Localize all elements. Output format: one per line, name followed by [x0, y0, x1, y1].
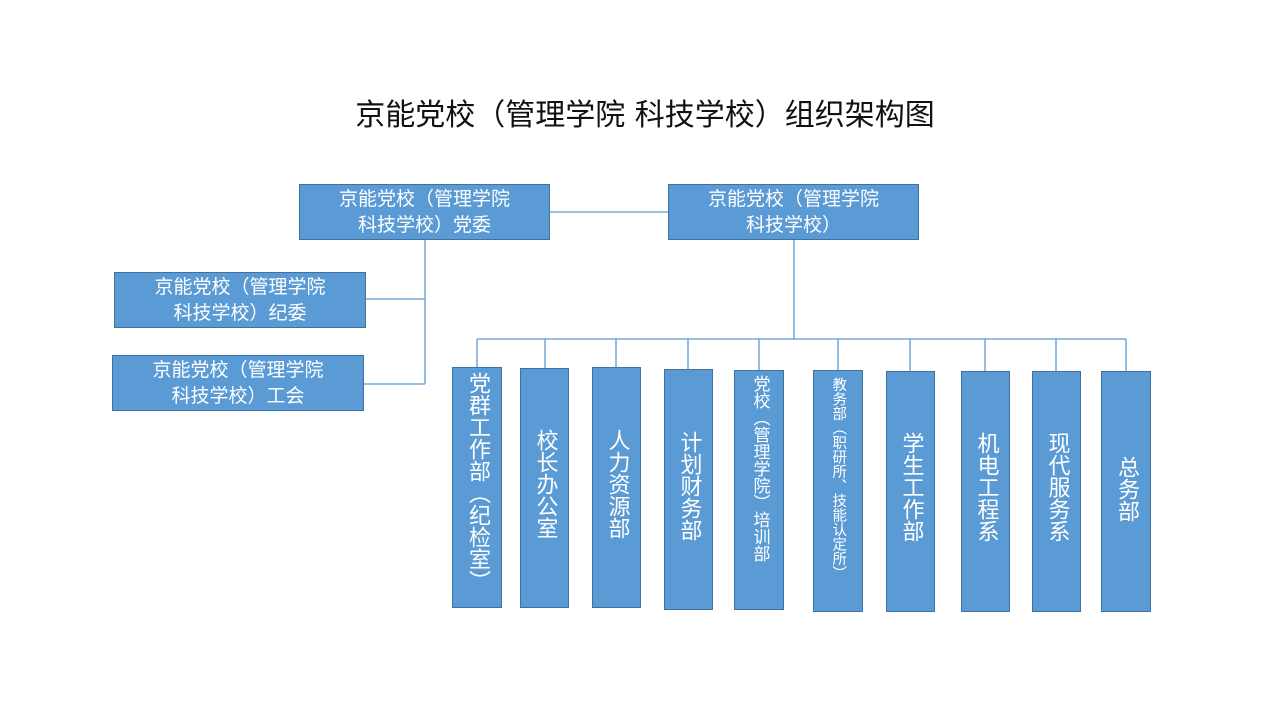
node-school-line1: 京能党校（管理学院 [707, 188, 879, 210]
dept-box-mechatronics: 机电工程系 [961, 371, 1010, 612]
dept-label: 校长办公室 [532, 429, 558, 539]
dept-label: 人力资源部 [604, 429, 630, 539]
dept-label: 党群工作部（纪检室） [465, 372, 490, 592]
node-discipline-committee: 京能党校（管理学院 科技学校）纪委 [114, 272, 366, 328]
dept-box-principal-office: 校长办公室 [520, 368, 569, 608]
dept-label: 总务部 [1114, 456, 1139, 522]
dept-box-party-work: 党群工作部（纪检室） [452, 367, 502, 608]
dept-box-general-affairs: 总务部 [1101, 371, 1151, 612]
dept-box-training: 党校（管理学院）培训部 [734, 370, 784, 610]
node-party-committee-line2: 科技学校）党委 [357, 214, 491, 236]
dept-label: 教务部（职研所、技能认定所） [830, 377, 847, 580]
node-party-committee: 京能党校（管理学院 科技学校）党委 [299, 184, 550, 240]
dept-box-academic-affairs: 教务部（职研所、技能认定所） [813, 370, 863, 612]
node-union-line2: 科技学校）工会 [171, 385, 305, 407]
node-school-line2: 科技学校） [745, 214, 841, 236]
dept-box-human-resources: 人力资源部 [592, 367, 641, 608]
node-school: 京能党校（管理学院 科技学校） [668, 184, 919, 240]
node-union-line1: 京能党校（管理学院 [152, 359, 324, 381]
dept-box-finance: 计划财务部 [664, 369, 713, 610]
node-discipline-line2: 科技学校）纪委 [173, 302, 307, 324]
chart-title: 京能党校（管理学院 科技学校）组织架构图 [355, 98, 935, 133]
node-party-committee-line1: 京能党校（管理学院 [338, 188, 510, 210]
dept-label: 计划财务部 [676, 431, 702, 541]
dept-label: 学生工作部 [898, 432, 924, 542]
dept-label: 机电工程系 [973, 432, 999, 542]
dept-label: 现代服务系 [1044, 432, 1070, 542]
dept-box-student-affairs: 学生工作部 [886, 371, 935, 612]
dept-box-modern-services: 现代服务系 [1032, 371, 1081, 612]
node-labor-union: 京能党校（管理学院 科技学校）工会 [112, 355, 364, 411]
dept-label: 党校（管理学院）培训部 [749, 375, 770, 562]
node-discipline-line1: 京能党校（管理学院 [154, 276, 326, 298]
